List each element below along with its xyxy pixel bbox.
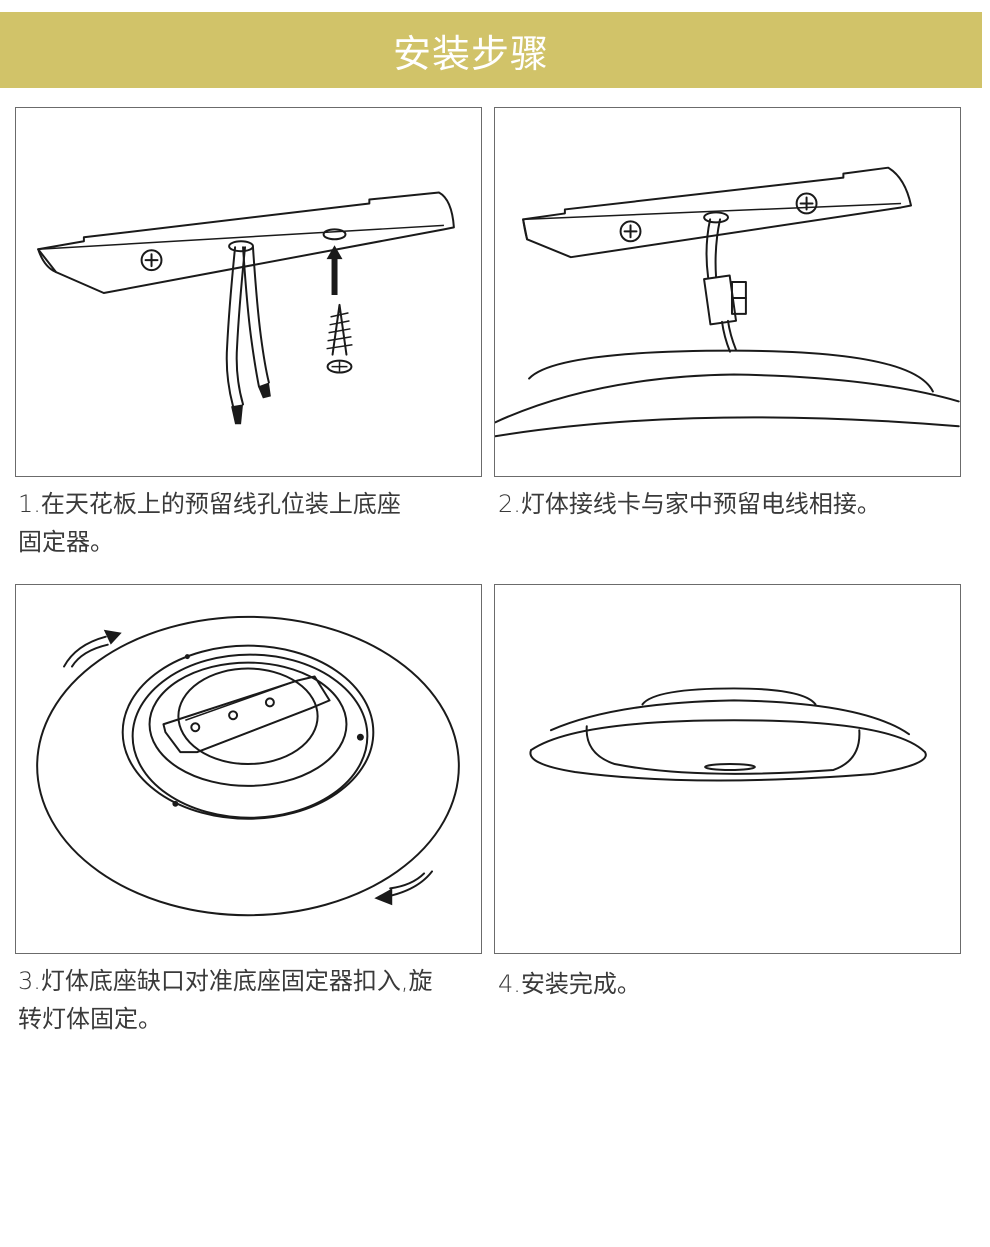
- step-4-caption: 4.安装完成。: [498, 965, 958, 1003]
- step-2-caption: 2.灯体接线卡与家中预留电线相接。: [498, 485, 958, 523]
- step-4-illustration-panel: [494, 584, 961, 954]
- screw-head-icon: [619, 220, 642, 243]
- step-3-caption-line-2: 转灯体固定。: [18, 1005, 162, 1033]
- wire-connector-icon: [703, 274, 747, 326]
- step-1-illustration-panel: [15, 107, 482, 477]
- rotate-arrow-icon: [374, 870, 433, 906]
- rotate-arrow-icon: [63, 629, 122, 668]
- step-3-caption-line-1: 3.灯体底座缺口对准底座固定器扣入,旋: [18, 967, 433, 995]
- screw-head-icon: [795, 192, 818, 215]
- page-title: 安装步骤: [392, 31, 549, 76]
- step-3-caption: 3.灯体底座缺口对准底座固定器扣入,旋 转灯体固定。: [18, 962, 478, 1038]
- step-4-caption-line-1: 4.安装完成。: [498, 970, 641, 998]
- mounting-bracket-illustration: [37, 191, 455, 425]
- step-2-illustration-panel: [494, 107, 961, 477]
- rotate-lamp-illustration: [36, 615, 460, 917]
- step-1-caption: 1.在天花板上的预留线孔位装上底座 固定器。: [18, 485, 458, 561]
- header-banner: 安装步骤: [0, 12, 982, 88]
- step-3-illustration-panel: [15, 584, 482, 954]
- step-2-caption-line-1: 2.灯体接线卡与家中预留电线相接。: [498, 490, 881, 518]
- wood-screw-icon: [326, 303, 353, 374]
- screw-head-icon: [140, 249, 163, 272]
- installed-lamp-illustration: [529, 687, 927, 782]
- step-1-caption-line-1: 1.在天花板上的预留线孔位装上底座: [18, 490, 401, 518]
- step-1-caption-line-2: 固定器。: [18, 528, 114, 556]
- wire-connection-illustration: [495, 166, 960, 438]
